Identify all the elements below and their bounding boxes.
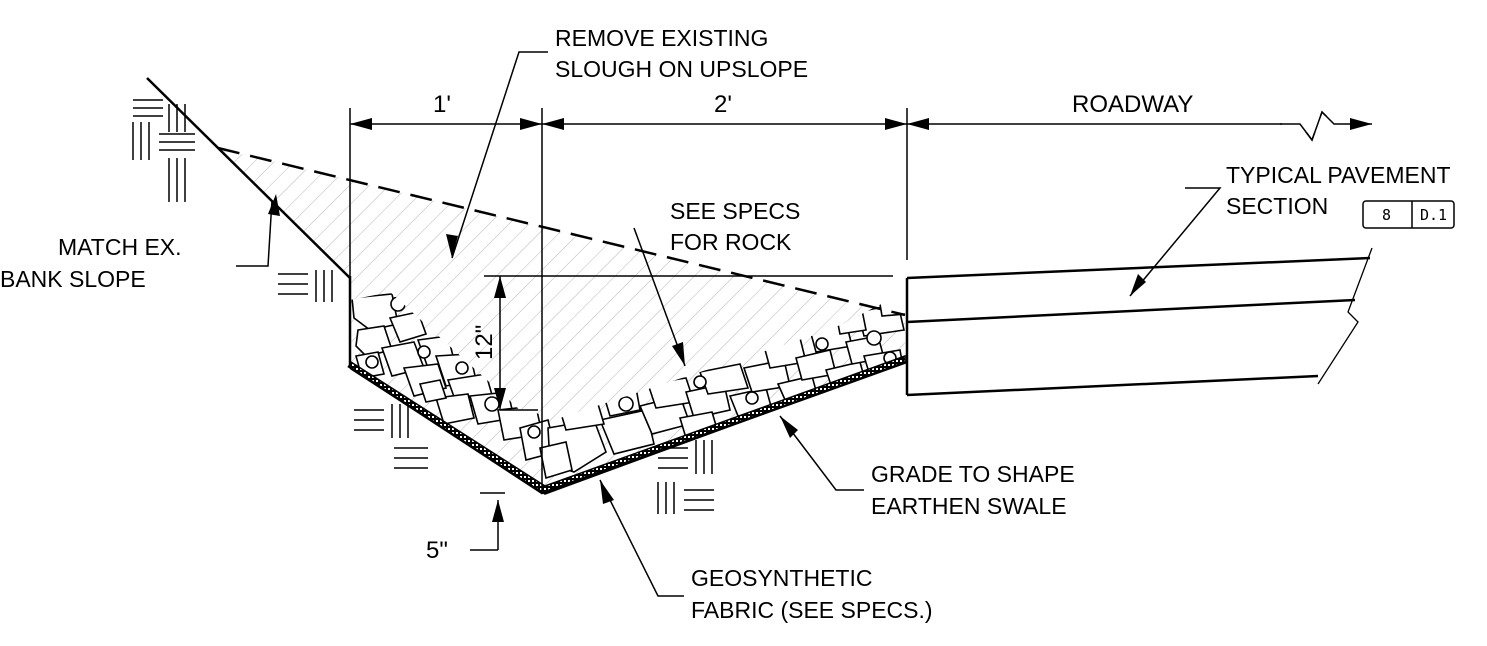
label-grade-swale-2: EARTHEN SWALE — [871, 493, 1067, 519]
leader-lines — [236, 51, 1222, 597]
detail-sheet: D.1 — [1420, 206, 1447, 224]
dim-roadway: ROADWAY — [1072, 91, 1193, 118]
label-remove-slough-2: SLOUGH ON UPSLOPE — [555, 56, 808, 82]
label-typical-pavement-1: TYPICAL PAVEMENT — [1226, 162, 1451, 188]
existing-slope-dashed — [217, 146, 906, 317]
existing-bank-slope — [146, 77, 351, 279]
dim-two-feet: 2' — [714, 91, 732, 118]
detail-number: 8 — [1382, 206, 1391, 224]
swale-subgrade-line — [347, 360, 908, 495]
soil-symbols — [132, 99, 714, 514]
label-typical-pavement-2: SECTION — [1226, 193, 1328, 219]
label-geosynthetic-1: GEOSYNTHETIC — [691, 565, 872, 591]
label-remove-slough-1: REMOVE EXISTING — [555, 25, 768, 51]
label-match-bank-1: MATCH EX. — [58, 234, 182, 260]
dim-one-foot: 1' — [433, 91, 451, 118]
label-see-specs-1: SEE SPECS — [670, 198, 800, 224]
dim-depth-5: 5" — [426, 537, 448, 564]
label-see-specs-2: FOR ROCK — [670, 229, 792, 255]
pavement-section — [905, 247, 1373, 397]
detail-reference-tag: 8 D.1 — [1362, 200, 1455, 229]
dimension-lines — [349, 108, 1372, 551]
dim-depth-12: 12" — [471, 325, 498, 360]
label-geosynthetic-2: FABRIC (SEE SPECS.) — [691, 597, 933, 623]
label-grade-swale-1: GRADE TO SHAPE — [871, 461, 1075, 487]
leader-arrowheads — [268, 194, 1146, 504]
label-match-bank-2: BANK SLOPE — [0, 266, 146, 292]
